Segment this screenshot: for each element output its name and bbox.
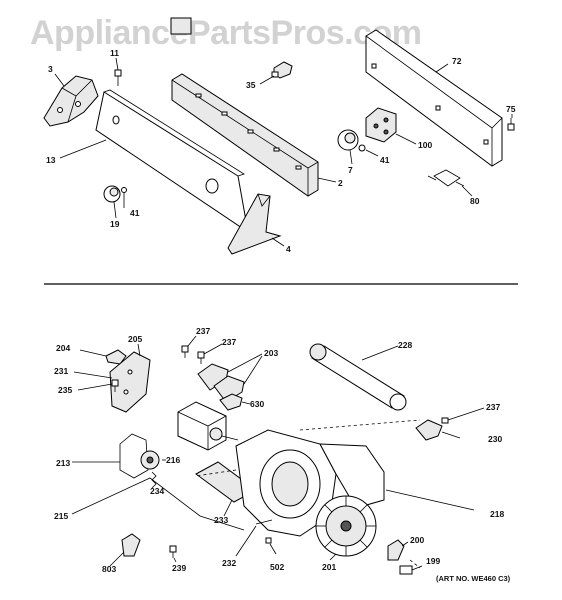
- part-199-bolt: [399, 565, 423, 575]
- part-41-clip-left: [121, 187, 127, 193]
- callout-204: 204: [56, 343, 71, 353]
- callout-502: 502: [270, 562, 285, 572]
- callout-201: 201: [322, 562, 337, 572]
- blower-housing: [235, 429, 385, 537]
- callout-100: 100: [418, 140, 433, 150]
- callout-35: 35: [246, 80, 256, 90]
- callout-803: 803: [102, 564, 117, 574]
- callout-218: 218: [490, 509, 505, 519]
- part-100-switch-block: [365, 107, 397, 143]
- callout-205: 205: [128, 334, 143, 344]
- part-232-rod: [255, 519, 273, 525]
- part-213-idler: [119, 433, 160, 479]
- watermark: AppliancePartsPros.com: [30, 14, 422, 52]
- part-502-screw: [265, 537, 272, 544]
- part-7-knob: [337, 129, 359, 151]
- callout-213: 213: [56, 458, 71, 468]
- part-3-end-bracket: [43, 75, 99, 127]
- part-630-thermostat: [219, 393, 243, 411]
- part-201-blower-wheel: [315, 495, 377, 557]
- motor: [177, 401, 239, 451]
- part-2-control-bracket: [171, 73, 319, 197]
- part-72-back-panel: [365, 29, 503, 167]
- callout-233: 233: [214, 515, 229, 525]
- part-803-bracket: [121, 533, 141, 557]
- callout-228: 228: [398, 340, 413, 350]
- part-75-screw: [507, 118, 515, 131]
- part-small-square: [170, 17, 192, 35]
- callout-231: 231: [54, 366, 69, 376]
- callout-237-c: 237: [486, 402, 501, 412]
- callout-2: 2: [338, 178, 343, 188]
- part-215-belt: [71, 477, 245, 531]
- part-239-screw: [169, 545, 177, 558]
- part-205-bracket: [109, 351, 151, 413]
- callout-630: 630: [250, 399, 265, 409]
- callout-199: 199: [426, 556, 441, 566]
- callout-232: 232: [222, 558, 237, 568]
- callout-3: 3: [48, 64, 53, 74]
- part-237-screw-b: [197, 351, 205, 364]
- part-237-screw-a: [181, 345, 189, 358]
- callout-200: 200: [410, 535, 425, 545]
- callout-216: 216: [166, 455, 181, 465]
- callout-11: 11: [110, 48, 119, 58]
- callout-237-a: 237: [196, 326, 211, 336]
- part-203-clamps: [197, 363, 245, 403]
- part-13-backsplash-panel: [95, 89, 249, 234]
- part-237-screw-c: [441, 417, 449, 424]
- part-230-sensor: [415, 419, 443, 441]
- callout-234: 234: [150, 486, 165, 496]
- callout-4: 4: [286, 244, 291, 254]
- part-41-clip-right: [358, 144, 366, 152]
- part-80-harness: [427, 169, 465, 187]
- callout-19: 19: [110, 219, 120, 229]
- callout-237-b: 237: [222, 337, 237, 347]
- callout-72: 72: [452, 56, 462, 66]
- part-11-screw: [114, 69, 122, 86]
- callout-230: 230: [488, 434, 503, 444]
- part-235-screw: [111, 379, 119, 392]
- callout-41-left: 41: [130, 208, 140, 218]
- callout-13: 13: [46, 155, 56, 165]
- part-204-clip: [105, 349, 127, 365]
- part-19-knob: [103, 185, 121, 203]
- callout-203: 203: [264, 348, 279, 358]
- art-number: (ART NO. WE460 C3): [436, 574, 511, 583]
- part-228-duct: [309, 343, 407, 411]
- callout-239: 239: [172, 563, 187, 573]
- part-200-clip: [387, 539, 405, 561]
- callout-7: 7: [348, 165, 353, 175]
- part-35-clip: [271, 61, 293, 79]
- callout-75: 75: [506, 104, 516, 114]
- part-4-bracket: [227, 193, 282, 255]
- callout-41-right: 41: [380, 155, 390, 165]
- callout-80: 80: [470, 196, 480, 206]
- callout-215: 215: [54, 511, 69, 521]
- callout-235: 235: [58, 385, 73, 395]
